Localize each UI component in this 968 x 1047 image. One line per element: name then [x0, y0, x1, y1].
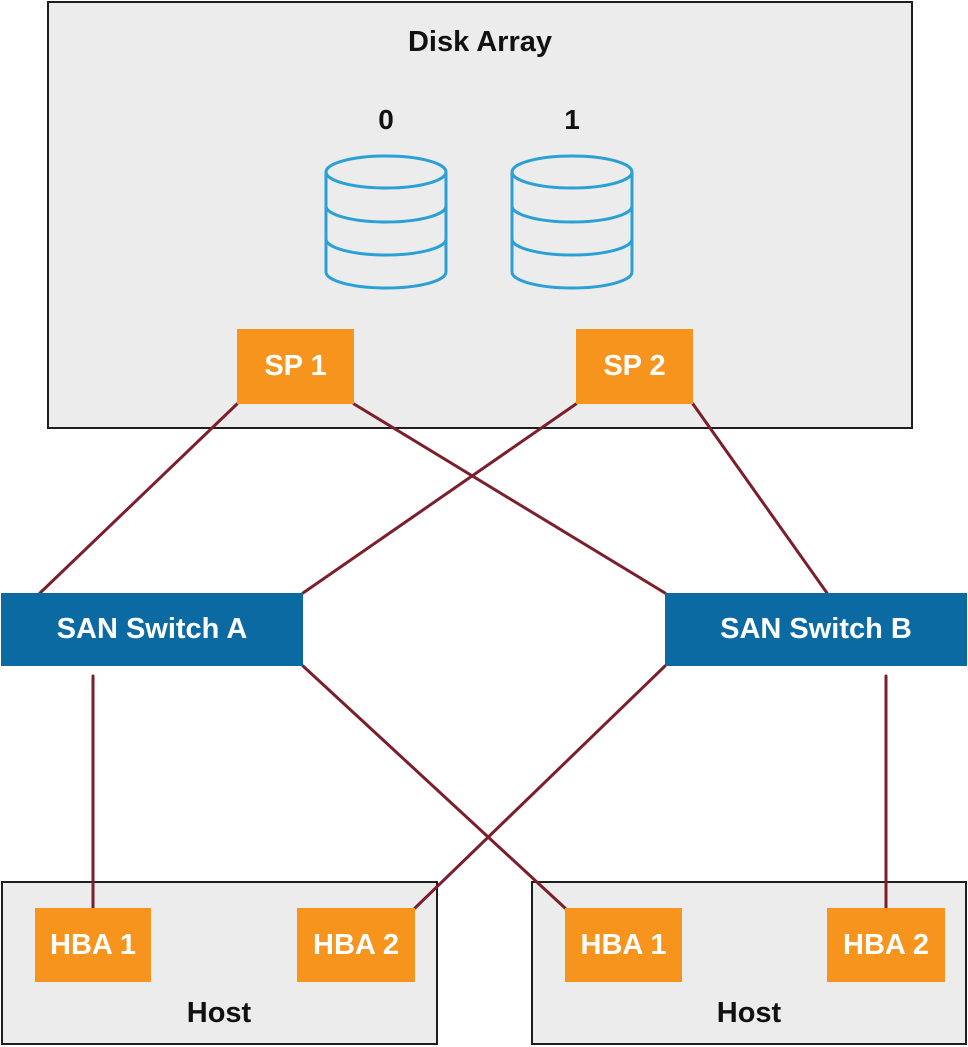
disk-stack-icon — [324, 154, 448, 290]
host2-hba-1: HBA 1 — [565, 908, 682, 982]
link-sp2-switch-a — [301, 402, 578, 595]
storage-processor-1: SP 1 — [237, 329, 354, 404]
disk-array-container — [47, 1, 913, 429]
link-switch-b-host1-hba2 — [413, 664, 667, 910]
host-label-right: Host — [716, 997, 782, 1029]
lun-label-1: 1 — [564, 104, 580, 135]
link-sp1-switch-b — [352, 402, 667, 595]
link-switch-a-host2-hba1 — [301, 664, 567, 910]
san-switch-b: SAN Switch B — [665, 593, 967, 666]
host1-hba-1: HBA 1 — [35, 908, 151, 982]
storage-processor-2: SP 2 — [576, 329, 693, 404]
host-label-left: Host — [186, 997, 252, 1029]
host1-hba-2: HBA 2 — [297, 908, 415, 982]
disk-array-title: Disk Array — [407, 26, 552, 58]
lun-label-0: 0 — [378, 104, 394, 135]
link-sp1-switch-a — [38, 402, 239, 595]
san-switch-a: SAN Switch A — [1, 593, 303, 666]
link-sp2-switch-b — [691, 402, 829, 595]
disk-stack-icon — [510, 154, 634, 290]
host2-hba-2: HBA 2 — [827, 908, 945, 982]
